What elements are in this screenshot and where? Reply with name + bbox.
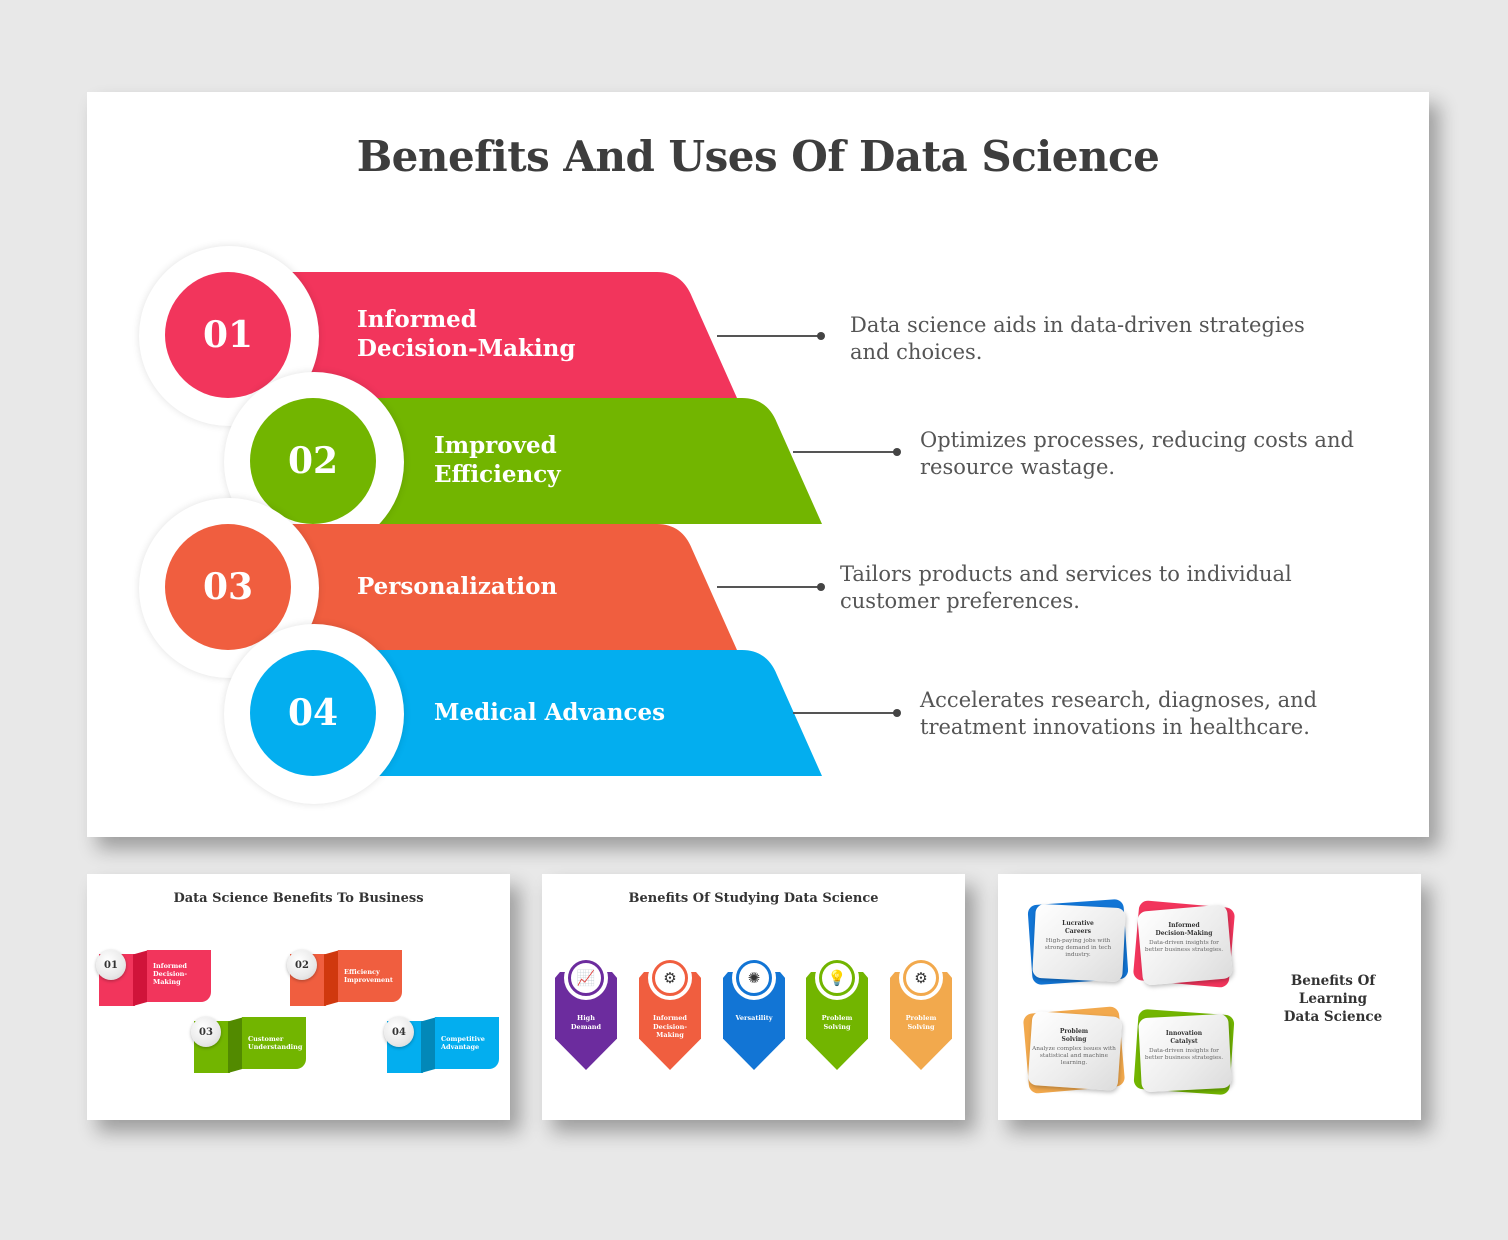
shield-label: Problem Solving <box>905 1014 937 1031</box>
shield-item-3: ✺ Versatility <box>723 956 785 1070</box>
growth-chart-icon: 📈 <box>568 960 604 996</box>
card-text: Data-driven insights for better business… <box>1144 1048 1224 1061</box>
decision-icon: ⚙ <box>652 960 688 996</box>
thumbnail-studying-benefits[interactable]: Benefits Of Studying Data Science 📈 High… <box>542 874 965 1120</box>
lightbulb-icon: 💡 <box>819 960 855 996</box>
connector-line <box>793 712 897 714</box>
card-item-2: Informed Decision-Making Data-driven ins… <box>1132 899 1236 989</box>
number-badge: 03 <box>165 524 291 650</box>
number-badge: 04 <box>384 1017 414 1047</box>
thumbnail-title: Benefits Of Studying Data Science <box>628 891 879 906</box>
benefit-description: Accelerates research, diagnoses, and tre… <box>920 688 1318 739</box>
benefit-label: Medical Advances <box>434 699 666 726</box>
thumbnail-title: Benefits Of Learning Data Science <box>1283 973 1383 1025</box>
thumbnail-learning-benefits[interactable]: Lucrative Careers High-paying jobs with … <box>998 874 1421 1120</box>
thumbnail-title: Data Science Benefits To Business <box>173 891 424 906</box>
shield-item-1: 📈 High Demand <box>555 956 617 1070</box>
slide-title: Benefits And Uses Of Data Science <box>356 132 1160 181</box>
card-text: Analyze complex issues with statistical … <box>1032 1046 1116 1066</box>
connector-line <box>793 451 897 453</box>
number-badge: 02 <box>250 398 376 524</box>
number-badge: 02 <box>287 950 317 980</box>
ribbon-label: Informed Decision-Making <box>153 962 188 986</box>
card-item-1: Lucrative Careers High-paying jobs with … <box>1027 898 1129 986</box>
number-badge: 04 <box>250 650 376 776</box>
person-gear-icon: ⚙ <box>903 960 939 996</box>
ribbon-label: Competitive Advantage <box>441 1035 485 1051</box>
benefit-label: Personalization <box>357 573 558 600</box>
main-slide: Benefits And Uses Of Data Science 01 Inf… <box>87 92 1429 837</box>
shield-item-4: 💡 Problem Solving <box>806 956 868 1070</box>
connector-dot <box>893 709 901 717</box>
benefit-label: Informed Decision-Making <box>357 306 576 362</box>
benefit-row-1 <box>287 272 737 398</box>
number-badge: 01 <box>96 950 126 980</box>
card-text: Data-driven insights for better business… <box>1144 940 1224 953</box>
card-title: Informed Decision-Making <box>1155 922 1213 937</box>
ribbon-item-2: 02 Efficiency Improvement <box>287 950 402 1006</box>
connector-line <box>717 335 821 337</box>
benefit-row-4 <box>372 650 822 776</box>
benefit-description: Tailors products and services to individ… <box>840 562 1292 613</box>
shield-label: Versatility <box>735 1014 773 1022</box>
shield-label: High Demand <box>570 1014 602 1031</box>
shield-item-2: ⚙ Informed Decision- Making <box>639 956 701 1070</box>
shield-item-5: ⚙ Problem Solving <box>890 956 952 1070</box>
benefit-description: Data science aids in data-driven strateg… <box>850 313 1305 364</box>
card-text: High-paying jobs with strong demand in t… <box>1044 938 1112 958</box>
ribbon-item-1: 01 Informed Decision-Making <box>96 950 211 1006</box>
benefit-row-3 <box>287 524 737 650</box>
network-icon: ✺ <box>736 960 772 996</box>
number-badge: 03 <box>191 1017 221 1047</box>
card-title: Innovation Catalyst <box>1165 1030 1203 1045</box>
band-shape <box>287 272 737 398</box>
benefit-description: Optimizes processes, reducing costs and … <box>920 428 1354 479</box>
connector-dot <box>893 448 901 456</box>
band-shape <box>287 524 737 650</box>
band-shape <box>372 650 822 776</box>
benefit-label: Improved Efficiency <box>434 432 561 488</box>
ribbon-label: Efficiency Improvement <box>344 968 393 984</box>
connector-dot <box>817 583 825 591</box>
card-title: Problem Solving <box>1059 1028 1089 1043</box>
band-shape <box>372 398 822 524</box>
number-badge: 01 <box>165 272 291 398</box>
card-item-3: Problem Solving Analyze complex issues w… <box>1022 1005 1126 1095</box>
ribbon-label: Customer Understanding <box>248 1035 303 1051</box>
connector-line <box>717 586 821 588</box>
benefit-row-2 <box>372 398 822 524</box>
card-item-4: Innovation Catalyst Data-driven insights… <box>1133 1008 1235 1096</box>
ribbon-item-4: 04 Competitive Advantage <box>384 1017 499 1073</box>
ribbon-item-3: 03 Customer Understanding <box>191 1017 306 1073</box>
card-title: Lucrative Careers <box>1062 920 1094 935</box>
connector-dot <box>817 332 825 340</box>
shield-label: Informed Decision- Making <box>652 1014 688 1039</box>
shield-label: Problem Solving <box>821 1014 853 1031</box>
thumbnail-business-benefits[interactable]: Data Science Benefits To Business 01 Inf… <box>87 874 510 1120</box>
